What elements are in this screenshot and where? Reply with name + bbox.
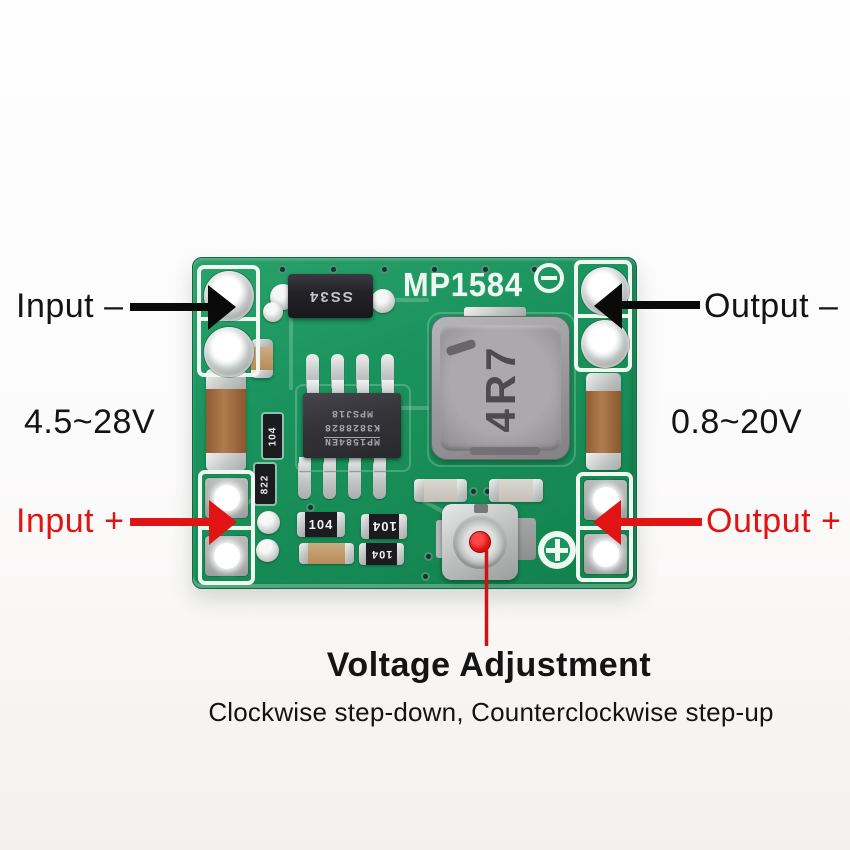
- through-hole-pad: [581, 320, 629, 368]
- output-pos-label: Output +: [706, 502, 842, 540]
- through-hole-pad: [204, 327, 254, 377]
- trace: [401, 406, 429, 410]
- annotation-title: Voltage Adjustment: [326, 646, 652, 684]
- ic-pin: [374, 457, 386, 471]
- inductor-lead: [464, 307, 526, 318]
- pad-divider: [202, 526, 251, 530]
- output-capacitor: [586, 373, 621, 470]
- square-pad: [584, 534, 627, 574]
- trace: [373, 298, 429, 302]
- via: [278, 265, 287, 274]
- ic-pin: [324, 457, 336, 471]
- phillips-screw-icon: [538, 531, 576, 569]
- via: [424, 552, 433, 561]
- resistor-104-vertical: 104: [263, 414, 282, 458]
- via: [481, 265, 490, 274]
- via: [329, 265, 338, 274]
- square-pad: [205, 536, 248, 576]
- via: [469, 487, 478, 496]
- resistor-822: 822: [255, 464, 275, 504]
- ic-marking-line-1: MP1584EN: [323, 434, 380, 446]
- square-pad: [584, 480, 627, 520]
- solder-blob: [263, 302, 283, 322]
- through-hole-pad: [204, 271, 254, 321]
- ic-pin: [382, 380, 394, 394]
- square-pad: [205, 478, 248, 518]
- resistor-104-3: 104: [359, 543, 404, 565]
- ic-pin: [299, 457, 311, 471]
- via: [380, 265, 389, 274]
- ic-pin: [307, 380, 319, 394]
- via: [421, 572, 430, 581]
- solder-blob: [256, 539, 279, 562]
- resistor-104-1: 104: [297, 512, 345, 537]
- output-range-label: 0.8~20V: [671, 403, 803, 441]
- pcb-board: SS34 MP1584 4R7: [192, 257, 637, 589]
- pot-red-dot: [469, 531, 491, 553]
- resistor-104-2: 104: [361, 514, 407, 539]
- input-capacitor: [206, 369, 246, 471]
- solder-blob: [257, 511, 280, 534]
- schottky-diode: SS34: [288, 274, 373, 318]
- output-neg-label: Output –: [704, 287, 839, 325]
- voltage-adjust-potentiometer: [436, 504, 536, 580]
- pad-group-output-minus: [574, 260, 632, 372]
- minus-screw-icon: [534, 263, 564, 293]
- trace: [289, 316, 293, 390]
- through-hole-pad: [581, 267, 629, 315]
- buck-ic: MP1584EN K3828828 MPSJ18: [303, 393, 401, 458]
- inductor-marking: 4R7: [476, 343, 524, 433]
- solder-blob: [371, 289, 395, 313]
- inductor: 4R7: [431, 316, 570, 460]
- annotation-subtitle: Clockwise step-down, Counterclockwise st…: [208, 697, 774, 727]
- input-range-label: 4.5~28V: [24, 403, 156, 441]
- ceramic-capacitor: [489, 479, 543, 502]
- ic-pin: [349, 457, 361, 471]
- pad-group-input-minus: [197, 265, 260, 377]
- silkscreen-label: MP1584: [403, 266, 523, 303]
- ic-pin: [357, 380, 369, 394]
- diode-marking: SS34: [308, 287, 353, 305]
- ceramic-capacitor: [299, 543, 354, 564]
- ic-marking-line-2: K3828828: [323, 420, 380, 432]
- ic-pin: [332, 380, 344, 394]
- pad-group-output-plus: [576, 472, 633, 582]
- ceramic-capacitor: [414, 479, 467, 502]
- input-pos-label: Input +: [16, 502, 125, 540]
- pad-group-input-plus: [198, 470, 255, 585]
- via: [430, 265, 439, 274]
- ic-marking-line-3: MPSJ18: [330, 406, 373, 418]
- pad-divider: [580, 526, 629, 530]
- input-neg-label: Input –: [16, 287, 124, 325]
- via: [306, 503, 315, 512]
